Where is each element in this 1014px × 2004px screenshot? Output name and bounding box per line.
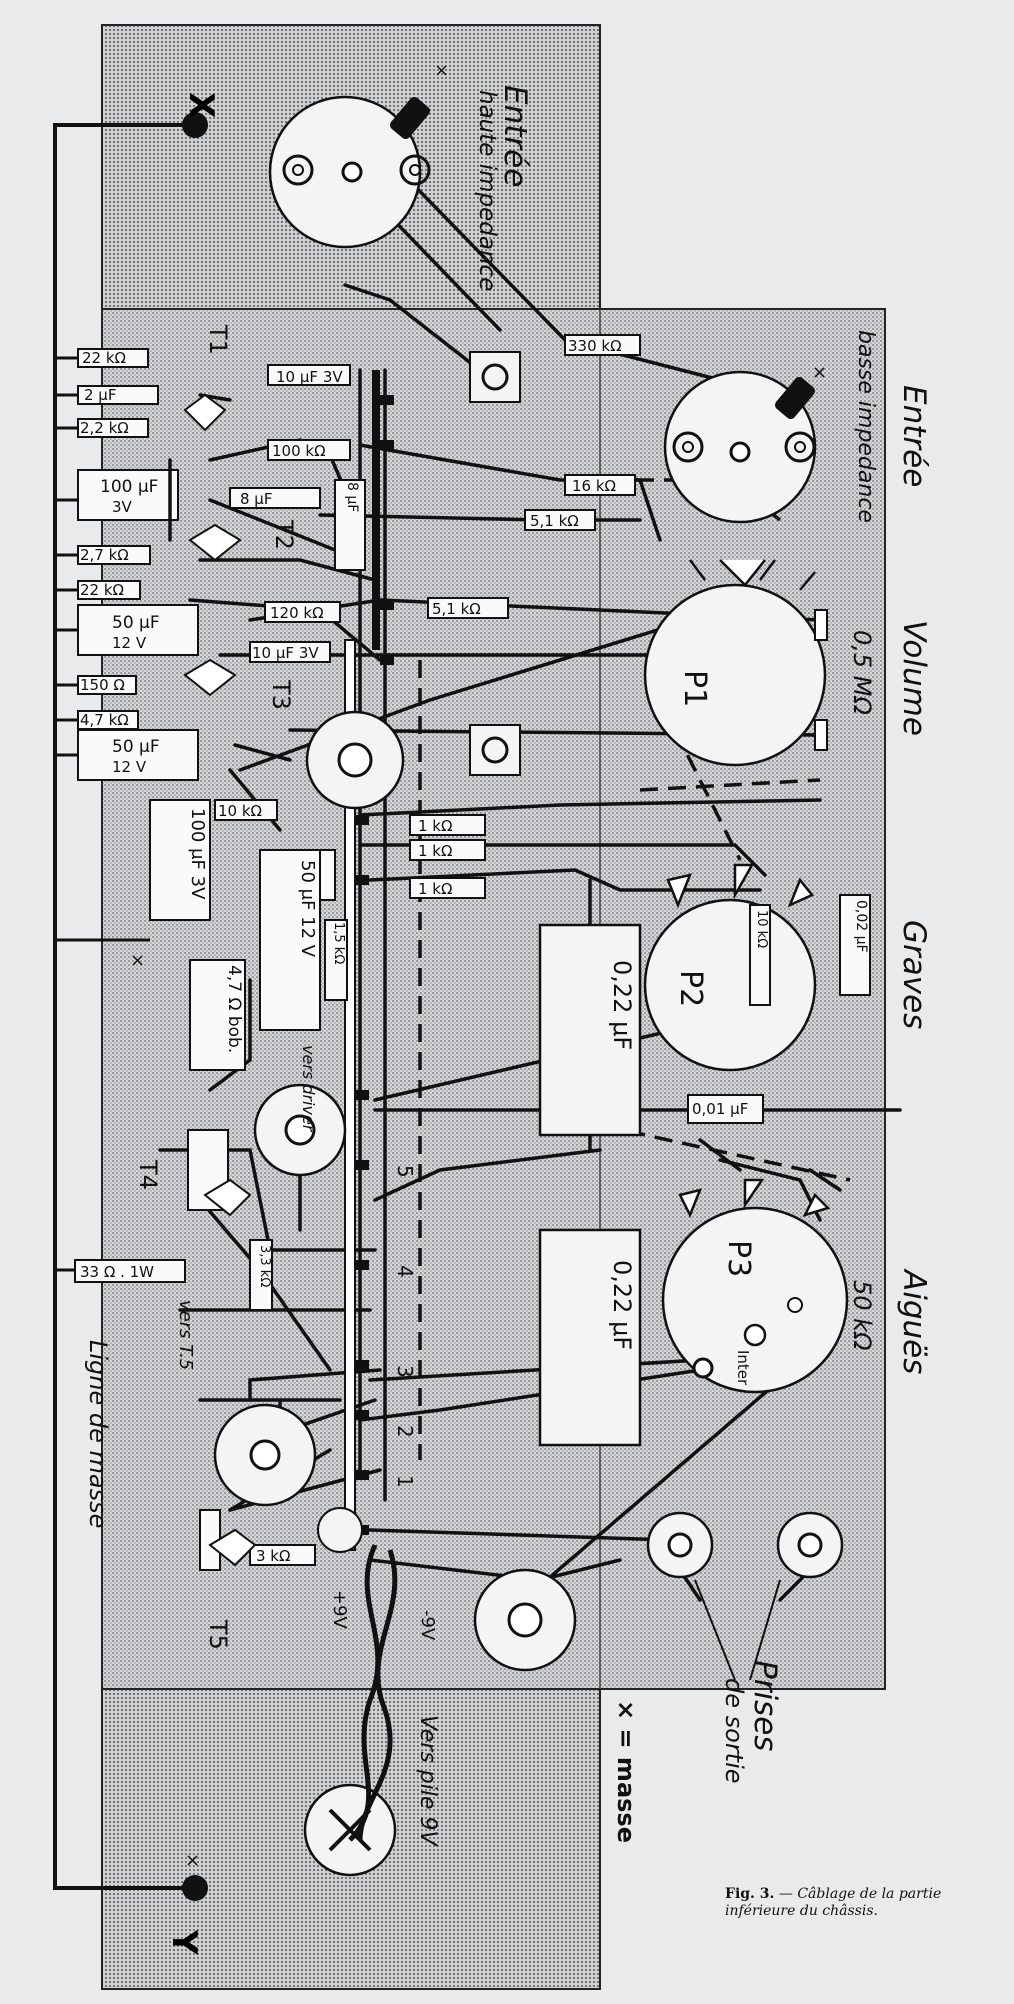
inter-label: Inter: [734, 1350, 752, 1386]
strip-num-1: 1: [393, 1475, 417, 1488]
entree-basse-sub: basse impedance: [853, 330, 878, 523]
r100k-label: 100 kΩ: [272, 442, 326, 460]
c50uf-a-label: 50 μF: [112, 613, 160, 633]
label-y: Y: [164, 1929, 204, 1955]
strip-num-2: 2: [393, 1425, 417, 1438]
c50uf-a-v: 12 V: [112, 634, 147, 652]
r1k-a-label: 1 kΩ: [418, 817, 453, 835]
c2uf-label: 2 μF: [84, 386, 116, 404]
strip-num-3: 3: [393, 1365, 417, 1378]
c100uf-v: 3V: [112, 498, 133, 516]
masse-legend: × = masse: [612, 1700, 640, 1843]
masse-mark-3: ×: [130, 950, 146, 971]
r3k-label: 3 kΩ: [256, 1547, 291, 1565]
r22k-b-label: 22 kΩ: [80, 581, 124, 599]
r120k-label: 120 kΩ: [270, 604, 324, 622]
p2-label: P2: [673, 970, 708, 1008]
c10uf-b-label: 10 μF 3V: [252, 644, 319, 662]
aigues-title: Aiguës: [896, 1270, 932, 1375]
entree-haute-title: Entrée: [497, 85, 533, 188]
c002-label: 0,02 μF: [853, 900, 869, 953]
pot-p1: [643, 583, 827, 767]
vers-t5-label: vers T.5: [175, 1300, 196, 1371]
c10uf-a-label: 10 μF 3V: [276, 368, 343, 386]
r2-7k-label: 2,7 kΩ: [80, 546, 129, 564]
t1-label: T1: [204, 325, 232, 355]
c022-a-label: 0,22 μF: [608, 960, 636, 1051]
r4-7k-label: 4,7 kΩ: [80, 711, 129, 729]
r2-2k-label: 2,2 kΩ: [80, 419, 129, 437]
r5-1k-a-label: 5,1 kΩ: [530, 512, 579, 530]
p1-label: P1: [677, 670, 712, 708]
c001-label: 0,01 μF: [692, 1100, 749, 1118]
r1k-b-label: 1 kΩ: [418, 842, 453, 860]
caption-text: — Câblage de la partie inférieure du châ…: [725, 1886, 942, 1919]
c50uf-b-v: 12 V: [112, 758, 147, 776]
figure-caption: Fig. 3. — Câblage de la partie inférieur…: [725, 1886, 1005, 1920]
masse-mark-4: ×: [185, 1850, 201, 1871]
pot-p2: [643, 898, 817, 1072]
cap-022-a: [538, 923, 642, 1137]
r330k-label: 330 kΩ: [568, 337, 622, 355]
pot-p3: [661, 1206, 849, 1394]
vers-driver-label: vers driver: [299, 1045, 318, 1132]
r16k-label: 16 kΩ: [572, 477, 617, 495]
point-y: [182, 1875, 208, 1901]
cap-022-b: [538, 1228, 642, 1447]
r1-5k-label: 1,5 kΩ: [331, 922, 346, 965]
caption-fig: Fig. 3.: [725, 1886, 775, 1902]
volume-value: 0,5 MΩ: [848, 630, 876, 715]
prises-title-1: Prises: [747, 1660, 783, 1752]
masse-mark-2: ×: [812, 362, 828, 383]
vers-pile-label: Vers pile 9V: [415, 1715, 440, 1846]
r10k-b-label: 10 kΩ: [754, 910, 769, 949]
r4-7-bob-label: 4,7 Ω bob.: [224, 965, 244, 1054]
r10k-a-label: 10 kΩ: [218, 802, 263, 820]
entree-basse-title: Entrée: [896, 385, 932, 488]
volume-title: Volume: [896, 620, 932, 736]
aigues-value: 50 kΩ: [848, 1280, 876, 1351]
t4-label: T4: [134, 1160, 162, 1190]
t5-label: T5: [204, 1620, 232, 1650]
r1k-c-label: 1 kΩ: [418, 880, 453, 898]
graves-title: Graves: [896, 920, 932, 1030]
ground-line: [53, 123, 195, 1890]
ligne-de-masse: Ligne de masse: [84, 1340, 112, 1529]
r33-label: 33 Ω . 1W: [80, 1263, 154, 1281]
c022-b-label: 0,22 μF: [608, 1260, 636, 1351]
strip-num-5: 5: [393, 1165, 417, 1178]
t2-label: T2: [270, 520, 298, 550]
prises-title-2: de sortie: [720, 1678, 748, 1784]
t3-label: T3: [267, 680, 295, 710]
plus9v-label: +9V: [329, 1590, 350, 1629]
r3-3k-label: 3,3 kΩ: [257, 1245, 272, 1288]
c8uf-a-label: 8 μF: [240, 490, 273, 508]
c100uf-label: 100 μF: [100, 477, 158, 497]
tag-strip-upper: [372, 370, 380, 650]
strip-num-4: 4: [393, 1265, 417, 1278]
label-x: X: [181, 92, 221, 118]
entree-haute-sub: haute impedance: [474, 90, 500, 292]
r22k-a-label: 22 kΩ: [82, 349, 126, 367]
minus9v-label: -9V: [417, 1610, 438, 1641]
c100uf-b-label: 100 μF 3V: [187, 808, 208, 900]
p3-label: P3: [721, 1240, 756, 1278]
masse-mark-1: ×: [434, 60, 450, 81]
r150-label: 150 Ω: [80, 676, 125, 694]
r5-1k-b-label: 5,1 kΩ: [432, 600, 481, 618]
point-x: [182, 112, 208, 138]
c50uf-b-label: 50 μF: [112, 737, 160, 757]
c8uf-b-label: 8 μF: [344, 482, 360, 513]
c50uf-c-label: 50 μF 12 V: [297, 860, 318, 958]
